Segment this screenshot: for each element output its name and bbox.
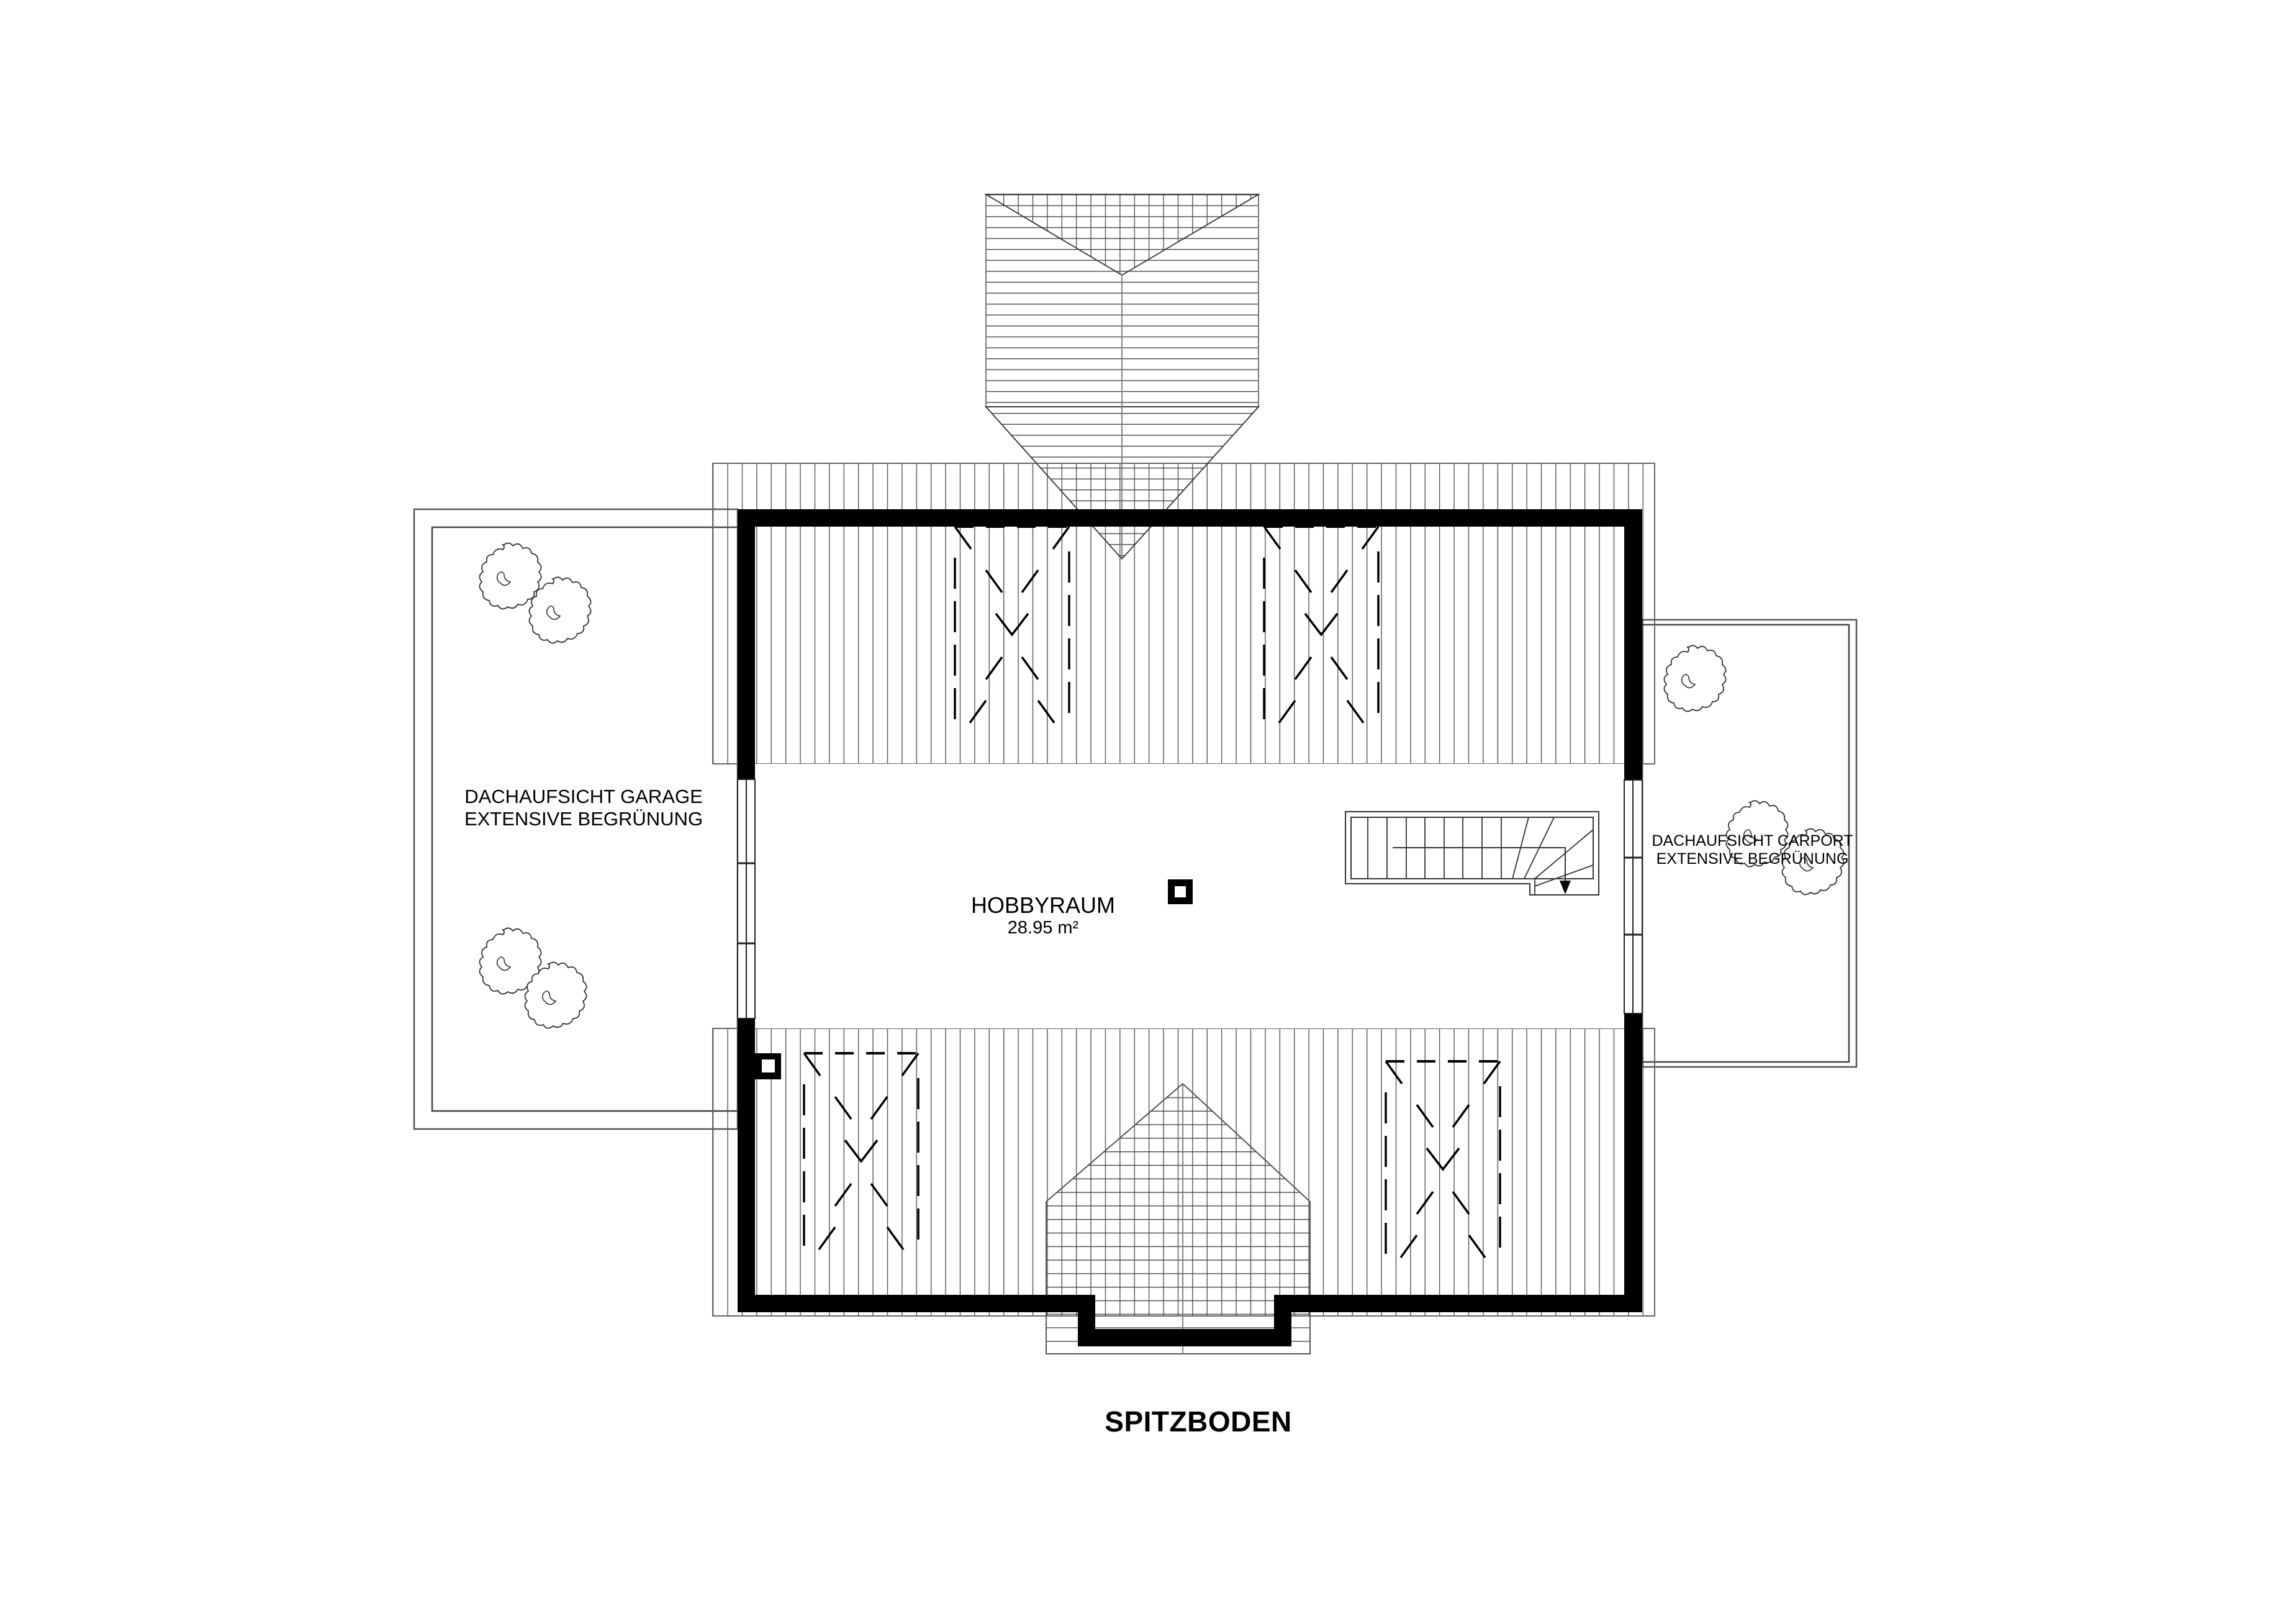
carport-roof-label-line1: DACHAUFSICHT CARPORT <box>1652 832 1853 850</box>
room-area: 28.95 m² <box>1007 918 1079 938</box>
garage-roof-label-line1: DACHAUFSICHT GARAGE <box>464 786 703 807</box>
roof-gable-north <box>983 194 1261 560</box>
carport-roof-label-line2: EXTENSIVE BEGRÜNUNG <box>1656 850 1849 868</box>
drawing-title: SPITZBODEN <box>1105 1405 1292 1438</box>
window-east <box>1624 779 1643 1014</box>
chimney-icon <box>1168 879 1193 904</box>
window-west <box>737 779 756 1019</box>
roof-gable-south <box>1046 1082 1311 1354</box>
garage-roof-label: DACHAUFSICHT GARAGE EXTENSIVE BEGRÜNUNG <box>447 786 720 830</box>
stair-icon <box>1345 811 1599 896</box>
roof-upper <box>712 463 1655 764</box>
carport-roof-label: DACHAUFSICHT CARPORT EXTENSIVE BEGRÜNUNG <box>1639 832 1866 868</box>
exterior-walls <box>738 509 1642 1346</box>
room-name: HOBBYRAUM <box>970 892 1116 918</box>
garage-roof-label-line2: EXTENSIVE BEGRÜNUNG <box>464 808 703 830</box>
room-label-hobbyraum: HOBBYRAUM 28.95 m² <box>956 893 1130 938</box>
chimney-icon <box>755 1053 781 1079</box>
